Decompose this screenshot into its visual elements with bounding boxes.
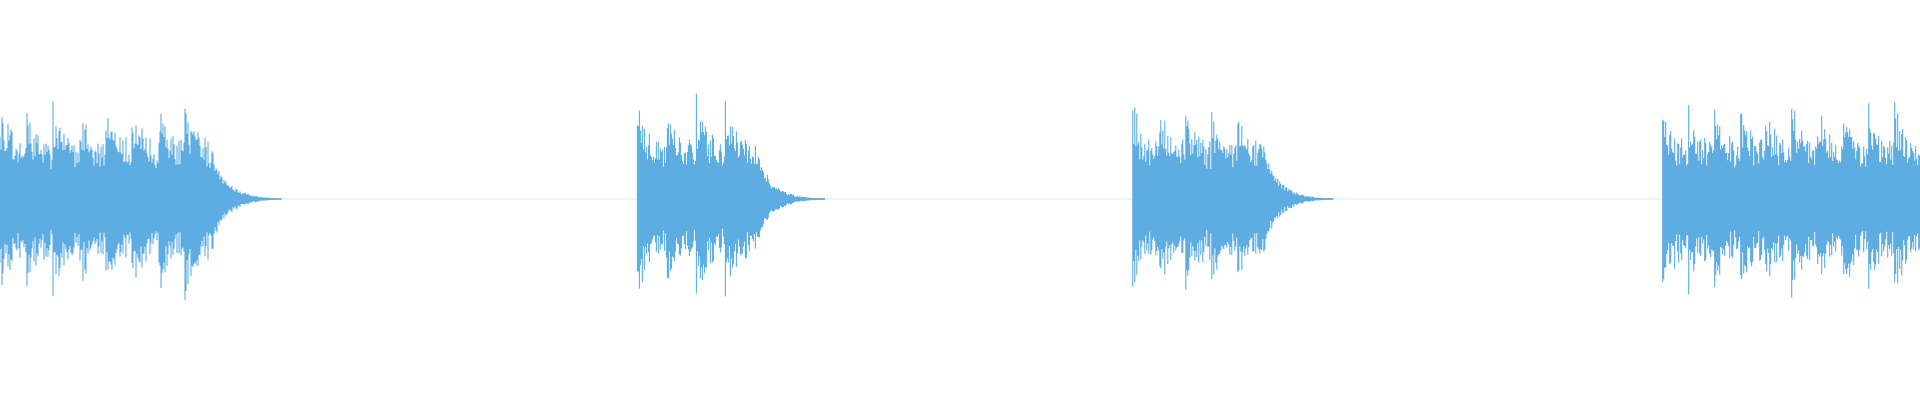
waveform-segment: [1662, 102, 1920, 298]
waveform-segment: [636, 93, 825, 297]
waveform-segment: [0, 101, 282, 301]
waveform-segment: [1132, 107, 1334, 290]
waveform-clip[interactable]: [636, 93, 825, 297]
waveform-clip[interactable]: [0, 101, 282, 301]
waveform-clip[interactable]: [1132, 107, 1334, 290]
waveform-clip[interactable]: [1662, 102, 1920, 298]
